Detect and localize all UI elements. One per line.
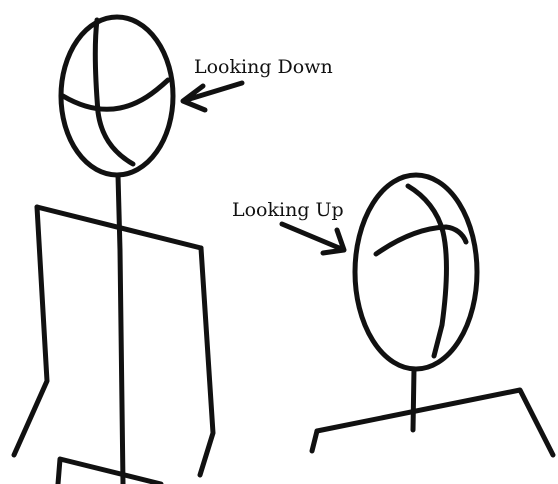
neck-right xyxy=(413,369,414,430)
label-looking-up: Looking Up xyxy=(232,199,344,221)
label-looking-down: Looking Down xyxy=(194,56,333,78)
